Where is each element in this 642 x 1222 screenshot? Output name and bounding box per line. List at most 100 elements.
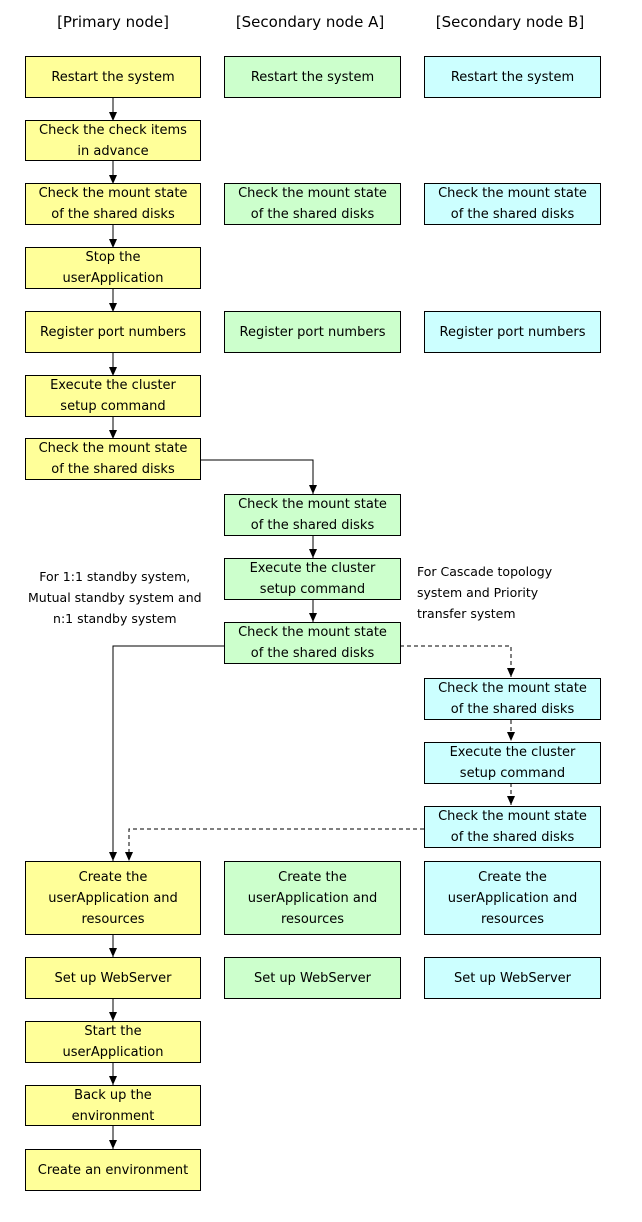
primary-execute-cluster-setup-box: Execute the cluster setup command xyxy=(25,375,201,417)
box-label: Check the mount state of the shared disks xyxy=(238,622,387,664)
secondary-a-check-mount-state-3-box: Check the mount state of the shared disks xyxy=(224,622,401,664)
secondary-b-create-userapplication-box: Create the userApplication and resources xyxy=(424,861,601,935)
box-label: Start the userApplication xyxy=(63,1021,164,1063)
box-label-line: Execute the cluster xyxy=(50,378,176,393)
secondary-a-check-mount-state-box: Check the mount state of the shared disks xyxy=(224,183,401,225)
box-label-line: of the shared disks xyxy=(250,646,375,661)
box-label-line: Check the mount state xyxy=(238,497,387,512)
box-label: Set up WebServer xyxy=(454,968,571,989)
note-cascade-line-3: transfer system xyxy=(417,606,516,621)
box-label: Create the userApplication and resources xyxy=(248,867,378,930)
note-standby-line-3: n:1 standby system xyxy=(53,611,177,626)
box-label-line: Create the xyxy=(278,869,347,885)
secondary-a-create-userapplication-box: Create the userApplication and resources xyxy=(224,861,401,935)
box-label-line: Create an environment xyxy=(37,1162,189,1178)
secondary-a-set-up-webserver-box: Set up WebServer xyxy=(224,957,401,999)
secondary-a-register-port-numbers-box: Register port numbers xyxy=(224,311,401,353)
note-cascade-line-2: system and Priority xyxy=(417,585,539,600)
box-label-line: userApplication and xyxy=(247,890,378,906)
box-label-line: in advance xyxy=(77,143,149,159)
box-label: Register port numbers xyxy=(440,322,586,343)
box-label-line: Stop the xyxy=(85,250,141,265)
box-label: Create the userApplication and resources xyxy=(448,867,578,930)
arrow-b-mount3-to-p-create-app xyxy=(125,828,424,861)
arrow-primary-mount2-to-a-mount2 xyxy=(200,459,317,494)
primary-check-items-box: Check the check items in advance xyxy=(25,120,201,161)
header-primary-node: [Primary node] xyxy=(57,13,169,31)
secondary-b-check-mount-state-3-box: Check the mount state of the shared disks xyxy=(424,806,601,848)
note-cascade-line-1: For Cascade topology xyxy=(417,564,553,579)
box-label-line: Check the mount state xyxy=(38,441,188,456)
box-label-line: userApplication xyxy=(62,1045,164,1060)
secondary-a-check-mount-state-2-box: Check the mount state of the shared disks xyxy=(224,494,401,536)
primary-restart-system-box: Restart the system xyxy=(25,56,201,98)
box-label: Set up WebServer xyxy=(54,968,171,989)
box-label-line: Check the mount state xyxy=(438,186,587,201)
box-label-line: Create the xyxy=(478,869,547,885)
box-label: Restart the system xyxy=(451,67,574,88)
header-secondary-node-b: [Secondary node B] xyxy=(435,13,585,31)
secondary-b-restart-system-box: Restart the system xyxy=(424,56,601,98)
box-label: Execute the cluster setup command xyxy=(50,375,176,417)
box-label: Restart the system xyxy=(251,67,374,88)
primary-check-mount-state-2-box: Check the mount state of the shared disks xyxy=(25,438,201,480)
note-standby-line-2: Mutual standby system and xyxy=(28,590,202,605)
primary-create-environment-box: Create an environment xyxy=(25,1149,201,1191)
box-label-line: userApplication and xyxy=(447,890,578,906)
box-label-line: Register port numbers xyxy=(40,324,186,340)
primary-create-userapplication-box: Create the userApplication and resources xyxy=(25,861,201,935)
box-label-line: Set up WebServer xyxy=(453,970,572,986)
primary-start-userapplication-box: Start the userApplication xyxy=(25,1021,201,1063)
box-label-line: Check the mount state xyxy=(438,809,587,824)
box-label-line: of the shared disks xyxy=(250,518,375,533)
box-label: Restart the system xyxy=(51,67,174,88)
box-label-line: of the shared disks xyxy=(450,830,575,845)
box-label: Register port numbers xyxy=(240,322,386,343)
box-label-line: Back up the xyxy=(74,1087,152,1103)
box-label-line: of the shared disks xyxy=(51,207,175,222)
box-label-line: Check the mount state xyxy=(238,625,387,640)
box-label-line: of the shared disks xyxy=(51,462,175,477)
box-label-line: of the shared disks xyxy=(450,207,575,222)
box-label-line: resources xyxy=(480,911,544,927)
header-secondary-node-a: [Secondary node A] xyxy=(235,13,385,31)
box-label-line: resources xyxy=(81,911,145,927)
box-label-line: Create the xyxy=(78,869,148,885)
box-label: Check the mount state of the shared disks xyxy=(238,183,387,225)
box-label-line: setup command xyxy=(459,766,566,781)
box-label-line: Check the mount state xyxy=(238,186,387,201)
box-label-line: Restart the system xyxy=(51,69,175,85)
secondary-b-set-up-webserver-box: Set up WebServer xyxy=(424,957,601,999)
box-label-line: setup command xyxy=(60,399,166,414)
arrow-a-mount3-to-b-mount2 xyxy=(400,645,515,677)
box-label: Set up WebServer xyxy=(254,968,371,989)
arrow-a-mount3-to-p-create-app xyxy=(109,645,224,861)
secondary-a-restart-system-box: Restart the system xyxy=(224,56,401,98)
box-label: Create the userApplication and resources xyxy=(48,867,178,930)
box-label-line: Start the xyxy=(84,1024,142,1039)
box-label-line: resources xyxy=(280,911,344,927)
box-label-line: Execute the cluster xyxy=(249,561,376,576)
note-standby-systems: For 1:1 standby system, Mutual standby s… xyxy=(28,566,202,629)
box-label-line: Set up WebServer xyxy=(253,970,372,986)
box-label-line: userApplication and xyxy=(48,890,178,906)
box-label-line: Check the check items xyxy=(39,122,187,138)
box-label-line: Restart the system xyxy=(450,69,575,85)
secondary-b-check-mount-state-box: Check the mount state of the shared disks xyxy=(424,183,601,225)
box-label: Check the check items in advance xyxy=(39,120,187,162)
box-label-line: Register port numbers xyxy=(439,324,586,340)
box-label-line: of the shared disks xyxy=(250,207,375,222)
